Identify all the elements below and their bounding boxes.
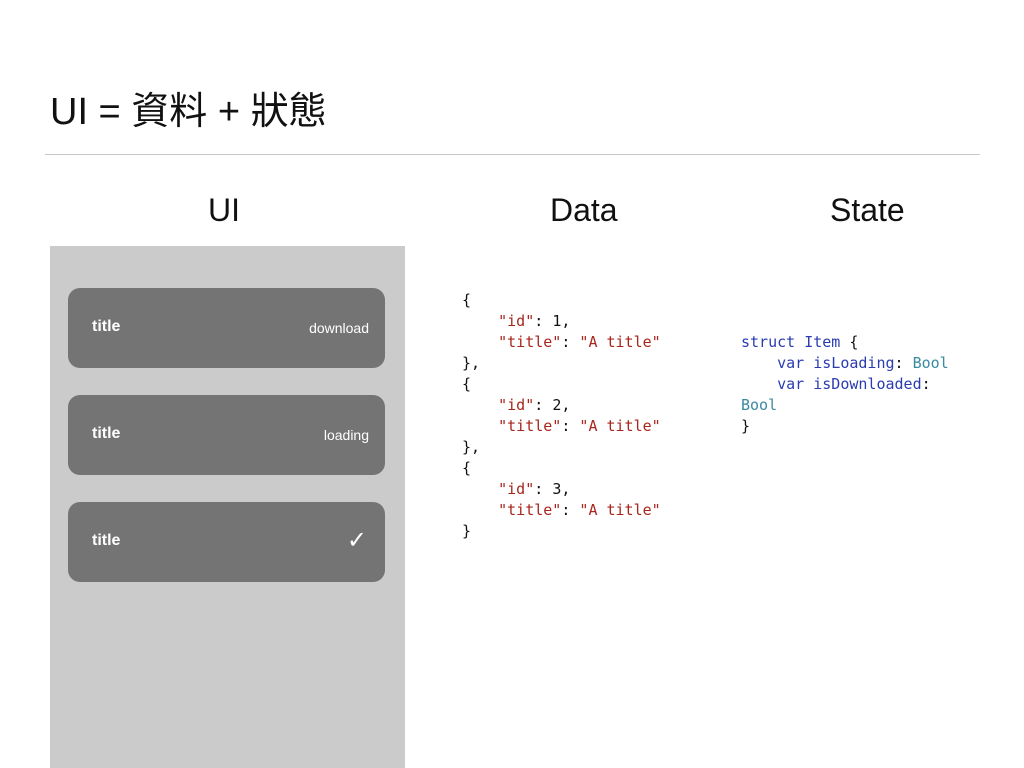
json-title-value: A title — [588, 333, 652, 351]
ui-column-heading: UI — [208, 192, 240, 228]
state-column-heading: State — [830, 192, 905, 228]
property-type: Bool — [741, 396, 778, 414]
list-cell-download[interactable]: title download — [68, 288, 385, 368]
data-column-heading: Data — [550, 192, 618, 228]
json-title-value: A title — [588, 417, 652, 435]
download-button[interactable]: download — [309, 320, 369, 336]
list-cell-downloaded[interactable]: title ✓ — [68, 502, 385, 582]
var-keyword: var — [777, 375, 805, 393]
property-type: Bool — [912, 354, 949, 372]
phone-mockup: title download title loading title ✓ — [50, 246, 405, 768]
list-cell-loading[interactable]: title loading — [68, 395, 385, 475]
var-keyword: var — [777, 354, 805, 372]
json-id-value: 2 — [552, 396, 562, 414]
property-name: isDownloaded — [813, 375, 922, 393]
property-name: isLoading — [813, 354, 895, 372]
checkmark-icon: ✓ — [346, 526, 367, 554]
loading-label: loading — [323, 427, 369, 443]
cell-title: title — [92, 425, 121, 442]
slide-title: UI = 資料 + 狀態 — [50, 91, 327, 133]
struct-keyword: struct — [741, 333, 796, 351]
cell-title: title — [92, 318, 121, 335]
swift-state-code: struct Item { var isLoading: Bool var is… — [741, 333, 949, 435]
struct-name: Item — [804, 333, 841, 351]
title-divider — [45, 154, 980, 155]
json-id-value: 1 — [552, 312, 562, 330]
cell-title: title — [92, 532, 121, 549]
json-title-value: A title — [588, 501, 652, 519]
json-data-code: { "id": 1, "title": "A title" }, { "id":… — [462, 291, 661, 540]
json-id-value: 3 — [552, 480, 562, 498]
